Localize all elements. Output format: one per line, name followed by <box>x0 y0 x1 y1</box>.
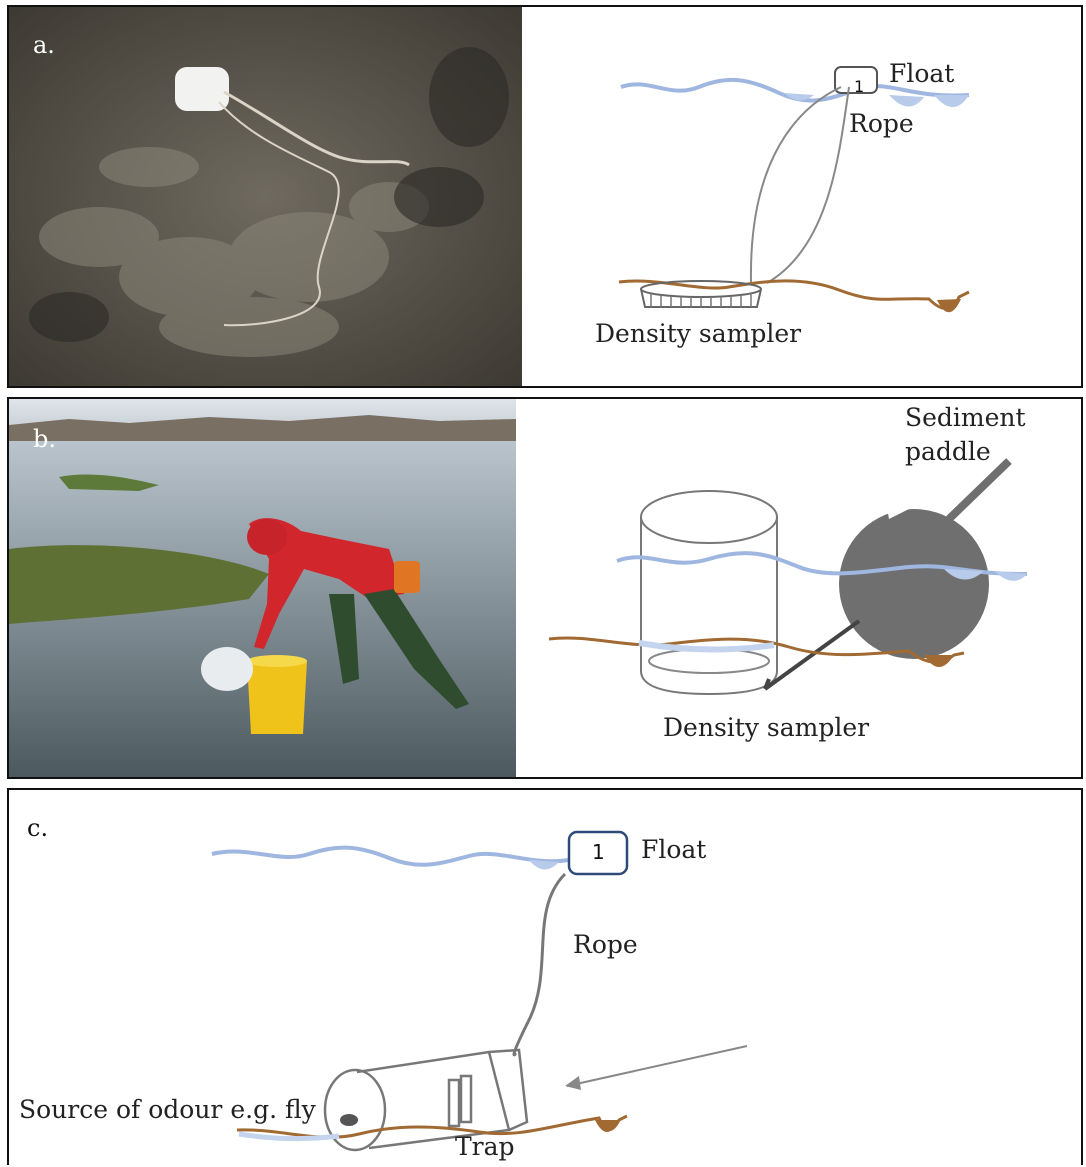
fly-bait-shape <box>340 1114 358 1126</box>
diagram-b <box>548 458 1028 696</box>
sediment-paddle-label-line1: Sediment <box>905 403 1026 432</box>
bucket <box>247 661 307 734</box>
float-number: 1 <box>592 840 605 864</box>
person-jacket <box>249 518 404 649</box>
arrow <box>566 1045 748 1087</box>
water-surface <box>211 845 622 867</box>
float-number: 1 <box>854 77 865 96</box>
trap-label: Trap <box>455 1132 515 1161</box>
sediment-line <box>618 279 970 310</box>
diagram-a <box>618 66 970 313</box>
sediment-paddle-label-line2: paddle <box>905 437 991 466</box>
panel-a: a. 1 Float Rope Density sampler <box>7 5 1083 388</box>
float-box <box>834 66 878 94</box>
rope-label: Rope <box>573 930 638 959</box>
panel-b: b. Sediment paddle Density sampler <box>7 397 1083 779</box>
rope <box>749 86 842 283</box>
panel-letter: b. <box>33 425 56 453</box>
float-photo-shape <box>175 67 229 111</box>
sediment-paddle-shape <box>839 509 989 659</box>
density-sampler-shape <box>640 280 762 298</box>
trap-shape <box>323 1048 529 1152</box>
float-box <box>567 830 629 876</box>
rope <box>512 872 567 1057</box>
density-sampler-label: Density sampler <box>663 713 870 742</box>
photo-field-sampling: b. <box>9 399 516 777</box>
water-surface <box>616 551 1028 577</box>
float-label: Float <box>641 835 707 864</box>
density-sampler-shape <box>640 517 778 696</box>
odour-source-label: Source of odour e.g. fly <box>19 1095 316 1124</box>
sediment-line <box>548 636 965 664</box>
water-surface <box>620 77 970 103</box>
panel-letter: a. <box>33 31 55 59</box>
panel-c: c. 1 Float Rope Source of odour e.g. fly… <box>7 788 1083 1165</box>
float-label: Float <box>889 59 955 88</box>
panel-letter: c. <box>27 814 49 842</box>
photo-density-sampler-float: a. <box>9 7 522 386</box>
density-sampler-label: Density sampler <box>595 319 802 348</box>
rope-label: Rope <box>849 109 914 138</box>
diagram-c <box>211 830 748 1152</box>
